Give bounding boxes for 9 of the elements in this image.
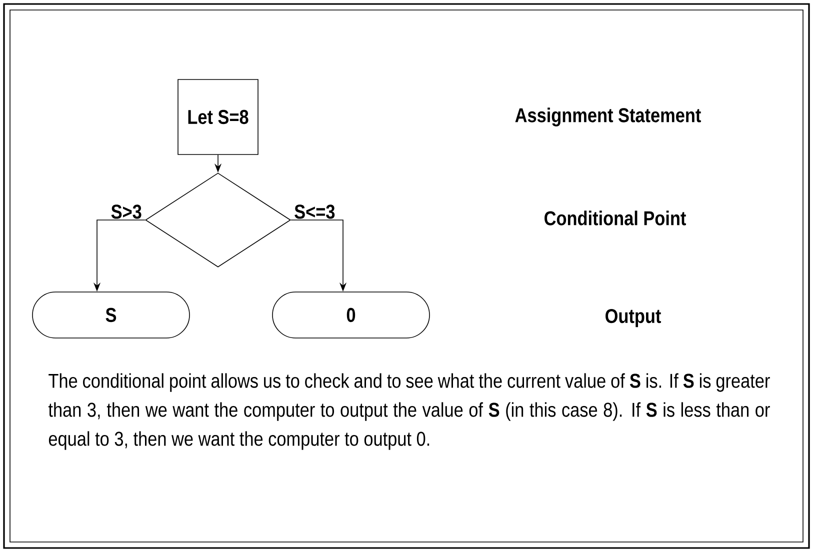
- terminal-box: 0: [272, 292, 430, 338]
- process-box: Let S=8: [178, 79, 258, 155]
- description-paragraph: The conditional point allows us to check and to see what the current value of S is. If S is greater than 3, then we want the computer to output the value of S (in this case 8). If S is less than or equal to 3, then we want the computer to output 0.: [48, 373, 770, 450]
- terminal-box: S: [32, 292, 190, 338]
- side-label: Output: [606, 308, 661, 328]
- side-label: Assignment Statement: [515, 108, 701, 126]
- side-label: Conditional Point: [544, 210, 686, 226]
- edge-label: S<=3: [294, 204, 335, 219]
- edge-label: S>3: [111, 204, 142, 219]
